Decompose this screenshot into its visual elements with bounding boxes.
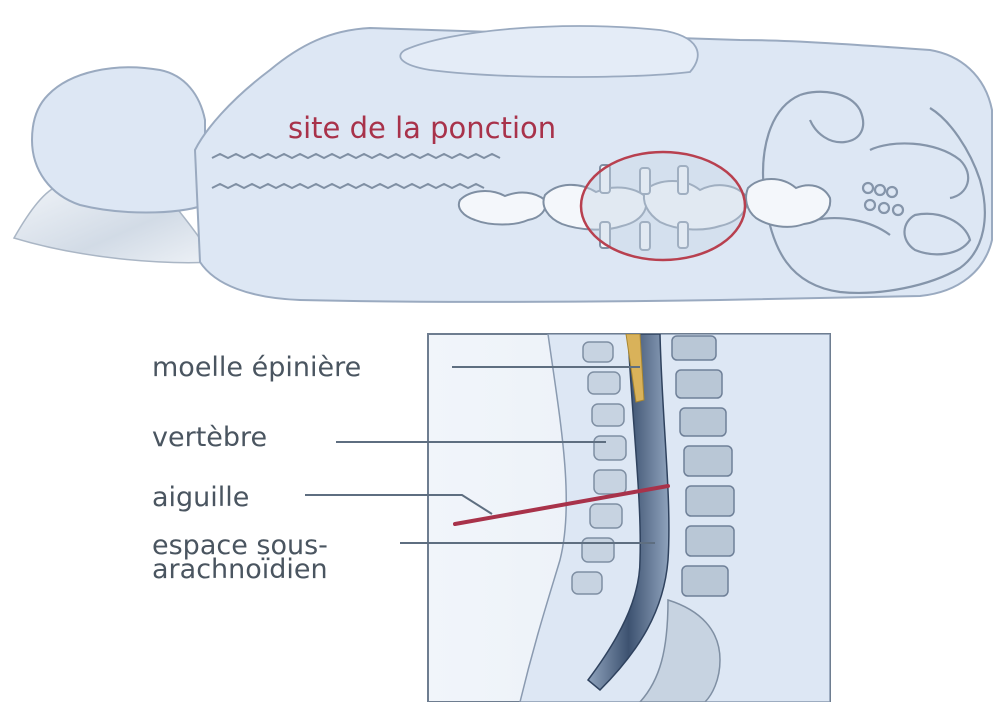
patient-head [32,67,205,212]
puncture-site-label: site de la ponction [288,111,556,145]
cross-section-panel: moelle épinière vertèbre aiguille espace… [152,334,830,702]
label-needle: aiguille [152,482,249,513]
patient-illustration: site de la ponction [14,26,992,302]
label-spinal-cord: moelle épinière [152,352,361,383]
puncture-site-circle [581,152,745,260]
label-subarachnoid-line2: arachnoïdien [152,554,328,585]
label-vertebra: vertèbre [152,422,267,453]
